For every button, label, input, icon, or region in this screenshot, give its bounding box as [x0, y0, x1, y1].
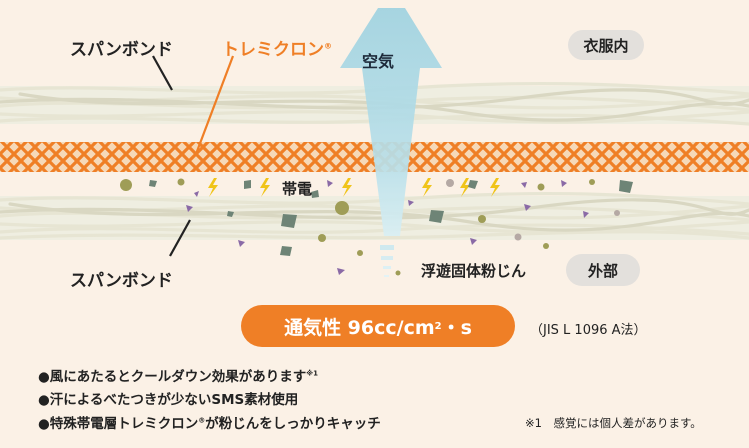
label-clothing-inside: 衣服内	[568, 30, 644, 60]
bolt-icon	[260, 178, 270, 197]
label-air: 空気	[362, 52, 395, 71]
leader-spunbond-top	[152, 55, 173, 91]
leader-spunbond-bottom	[169, 219, 191, 257]
label-spunbond-top: スパンボンド	[70, 40, 173, 60]
bolt-icon	[208, 178, 218, 197]
bullet-sms: ●汗によるべたつきが少ないSMS素材使用	[38, 392, 299, 408]
leader-toraymicron	[194, 55, 235, 155]
bolt-icon	[490, 178, 500, 197]
bullet-catch: ●特殊帯電層トレミクロン®が粉じんをしっかりキャッチ	[38, 416, 381, 432]
footnote: ※1 感覚には個人差があります。	[525, 416, 702, 430]
label-dust: 浮遊固体粉じん	[421, 262, 527, 280]
air-arrow	[340, 8, 442, 277]
dust-particles	[120, 178, 633, 276]
label-spunbond-bottom: スパンボンド	[70, 271, 173, 291]
bolt-icon	[422, 178, 432, 197]
label-outside: 外部	[566, 254, 640, 286]
bolt-icon	[342, 178, 352, 197]
label-toraymicron: トレミクロン®	[222, 40, 332, 60]
leader-lines	[152, 55, 235, 257]
label-static: 帯電	[282, 180, 313, 198]
static-bolts	[208, 178, 500, 197]
bolt-icon	[460, 178, 470, 197]
spunbond-bottom-layer	[0, 192, 749, 240]
standard-note: （JIS L 1096 A法）	[530, 323, 647, 338]
bullet-cooldown: ●風にあたるとクールダウン効果があります※1	[38, 369, 318, 385]
